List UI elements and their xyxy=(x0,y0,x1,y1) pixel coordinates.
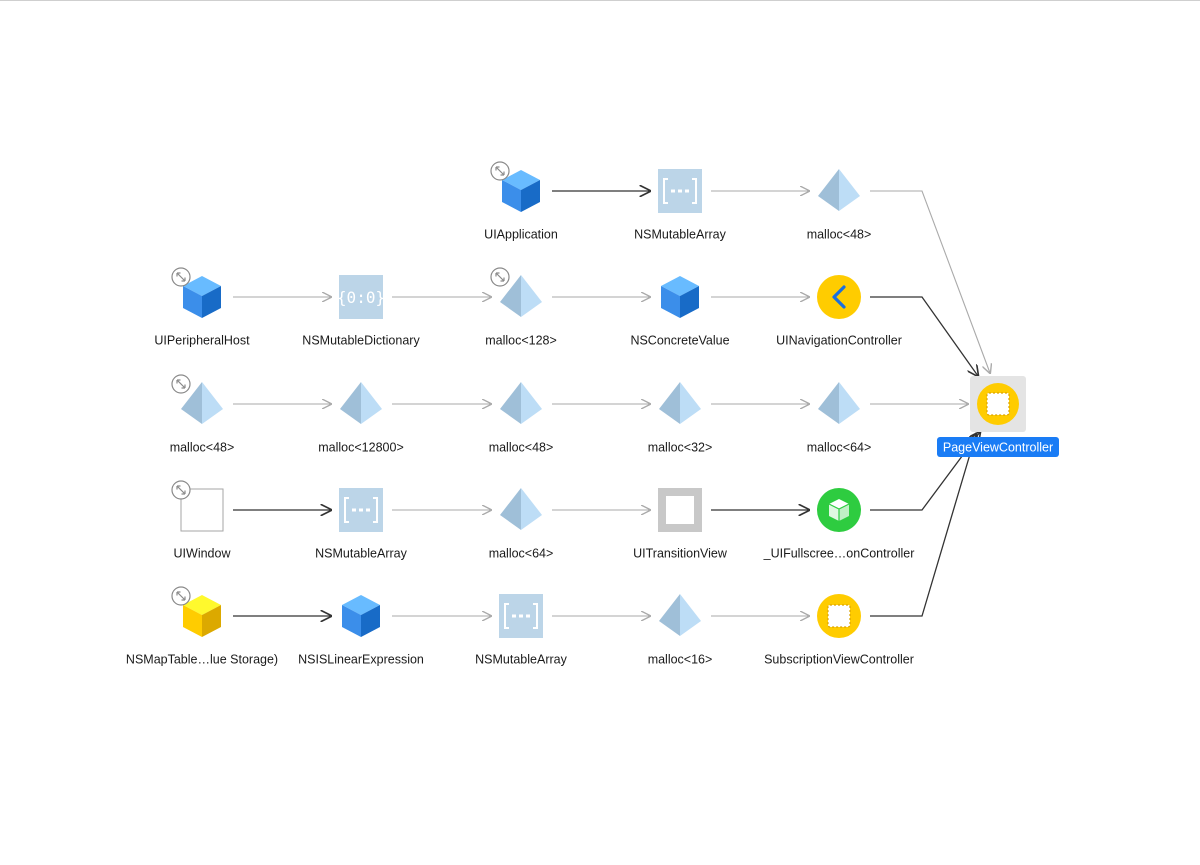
view-controller-cube-icon xyxy=(817,488,861,532)
node-uitransitionview[interactable]: UITransitionView xyxy=(633,488,728,561)
node-uiperipheralhost[interactable]: UIPeripheralHost xyxy=(154,267,250,348)
svg-text:{0:0}: {0:0} xyxy=(337,288,385,307)
node-uifullscreen[interactable]: _UIFullscree…onController xyxy=(763,488,915,561)
malloc-block-icon xyxy=(818,382,860,424)
view-controller-icon xyxy=(970,376,1026,432)
view-controller-icon xyxy=(817,594,861,638)
node-nsconcretevalue[interactable]: NSConcreteValue xyxy=(630,276,730,348)
malloc-block-icon xyxy=(500,382,542,424)
object-cube-icon xyxy=(183,276,221,318)
node-uiapplication[interactable]: UIApplication xyxy=(484,161,558,242)
array-icon xyxy=(339,488,383,532)
edge-malloc48-1-to-pageviewcontroller xyxy=(870,190,990,373)
node-nsmutablearray-3[interactable]: NSMutableArray xyxy=(475,594,568,667)
navigation-controller-icon xyxy=(817,275,861,319)
root-indicator-icon xyxy=(171,480,191,500)
node-label: UIApplication xyxy=(484,228,558,242)
node-nsmutablearray-1[interactable]: NSMutableArray xyxy=(634,169,727,242)
node-label: malloc<48> xyxy=(489,441,554,455)
selected-node-badge xyxy=(937,437,1059,457)
node-label: NSMutableArray xyxy=(475,653,567,667)
node-pageviewcontroller[interactable]: PageViewController xyxy=(937,376,1059,457)
malloc-block-icon xyxy=(500,275,542,317)
object-cube-icon xyxy=(661,276,699,318)
object-cube-icon xyxy=(183,595,221,637)
malloc-block-icon xyxy=(500,488,542,530)
node-label: PageViewController xyxy=(943,441,1053,455)
node-nsmutablearray-2[interactable]: NSMutableArray xyxy=(315,488,408,561)
edges-layer xyxy=(233,191,990,616)
node-label: malloc<64> xyxy=(807,441,872,455)
node-malloc12800[interactable]: malloc<12800> xyxy=(318,382,404,455)
view-icon xyxy=(658,488,702,532)
node-label: UINavigationController xyxy=(776,334,902,348)
node-label: NSMutableArray xyxy=(315,547,407,561)
node-label: malloc<12800> xyxy=(318,441,403,455)
node-malloc32[interactable]: malloc<32> xyxy=(648,382,713,455)
node-uiwindow[interactable]: UIWindow xyxy=(171,480,232,561)
node-label: SubscriptionViewController xyxy=(764,653,914,667)
object-cube-icon xyxy=(502,170,540,212)
node-label: NSMutableArray xyxy=(634,228,726,242)
node-label: NSConcreteValue xyxy=(630,334,729,348)
malloc-block-icon xyxy=(340,382,382,424)
malloc-block-icon xyxy=(181,382,223,424)
node-label: NSISLinearExpression xyxy=(298,653,424,667)
node-malloc48-3[interactable]: malloc<48> xyxy=(489,382,554,455)
dictionary-icon: {0:0} xyxy=(337,275,385,319)
malloc-block-icon xyxy=(818,169,860,211)
node-malloc64-2[interactable]: malloc<64> xyxy=(489,488,554,561)
node-uinavigationcontroller[interactable]: UINavigationController xyxy=(776,275,902,348)
node-label: malloc<16> xyxy=(648,653,713,667)
root-indicator-icon xyxy=(490,267,510,287)
root-indicator-icon xyxy=(171,586,191,606)
node-malloc64-1[interactable]: malloc<64> xyxy=(807,382,872,455)
root-indicator-icon xyxy=(490,161,510,181)
array-icon xyxy=(499,594,543,638)
node-label: NSMapTable…lue Storage) xyxy=(126,653,278,667)
node-label: NSMutableDictionary xyxy=(302,334,420,348)
node-malloc128[interactable]: malloc<128> xyxy=(485,267,557,348)
node-label: UIPeripheralHost xyxy=(154,334,250,348)
node-label: UITransitionView xyxy=(633,547,728,561)
node-malloc16[interactable]: malloc<16> xyxy=(648,594,713,667)
node-malloc48-2[interactable]: malloc<48> xyxy=(170,374,235,455)
malloc-block-icon xyxy=(659,594,701,636)
array-icon xyxy=(658,169,702,213)
node-label: UIWindow xyxy=(174,547,232,561)
edge-subscriptionviewcontroller-to-pageviewcontroller xyxy=(870,434,976,617)
node-nsmutabledictionary[interactable]: {0:0} NSMutableDictionary xyxy=(302,275,420,348)
edge-uinavigationcontroller-to-pageviewcontroller xyxy=(870,296,978,376)
node-label: malloc<64> xyxy=(489,547,554,561)
node-nsislinearexpression[interactable]: NSISLinearExpression xyxy=(298,595,424,667)
top-border xyxy=(0,0,1200,1)
node-label: _UIFullscree…onController xyxy=(763,547,915,561)
malloc-block-icon xyxy=(659,382,701,424)
node-malloc48-1[interactable]: malloc<48> xyxy=(807,169,872,242)
edge-uifullscreen-to-pageviewcontroller xyxy=(870,432,980,511)
root-indicator-icon xyxy=(171,267,191,287)
object-cube-icon xyxy=(342,595,380,637)
root-indicator-icon xyxy=(171,374,191,394)
node-nsmaptable[interactable]: NSMapTable…lue Storage) xyxy=(126,586,278,667)
node-label: malloc<32> xyxy=(648,441,713,455)
node-label: malloc<128> xyxy=(485,334,557,348)
node-label: malloc<48> xyxy=(807,228,872,242)
node-subscriptionviewcontroller[interactable]: SubscriptionViewController xyxy=(764,594,914,667)
node-label: malloc<48> xyxy=(170,441,235,455)
